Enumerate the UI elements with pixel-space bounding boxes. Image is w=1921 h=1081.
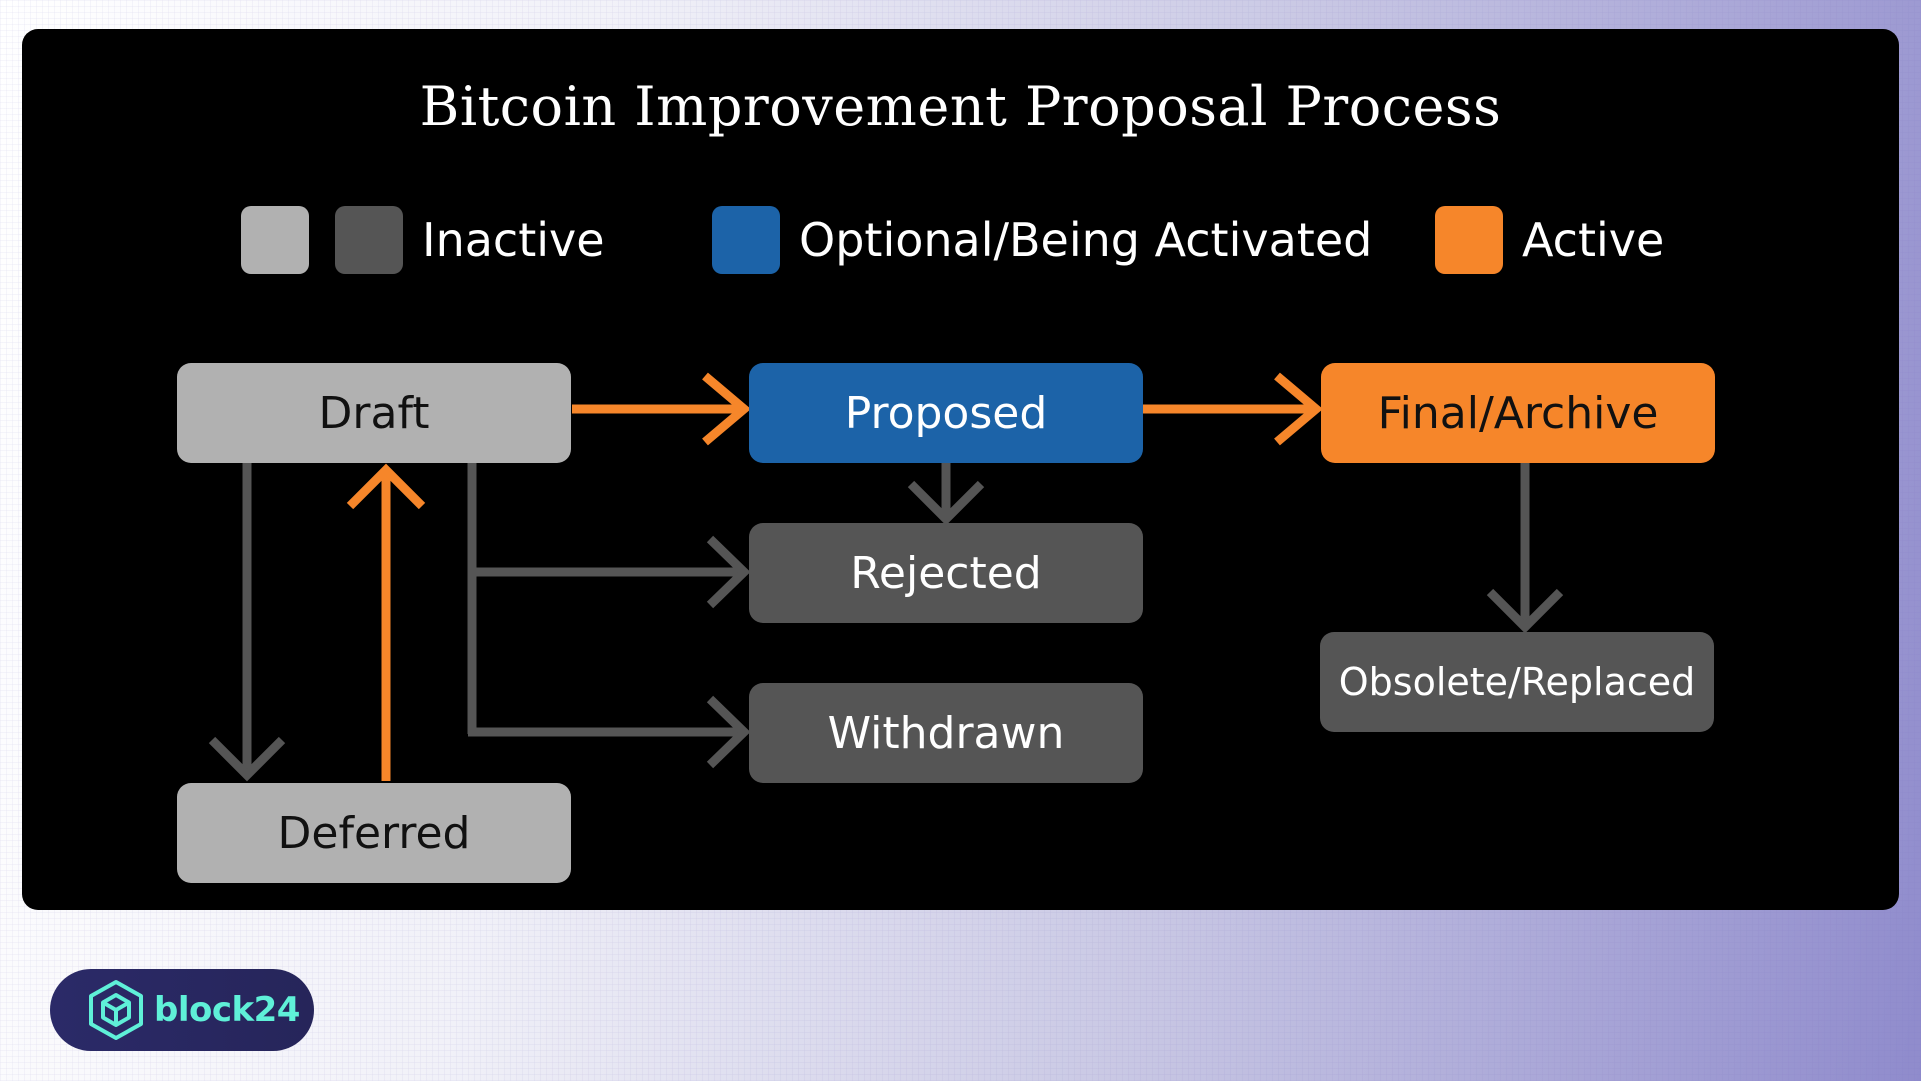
logo-wordmark: block24 — [154, 990, 300, 1030]
node-draft: Draft — [177, 363, 571, 463]
node-proposed: Proposed — [749, 363, 1143, 463]
block24-logo: block24 — [50, 969, 314, 1051]
legend-label-active: Active — [1522, 213, 1665, 267]
diagram-panel: Bitcoin Improvement Proposal Process Ina… — [22, 29, 1899, 910]
arrowhead-withdrawn — [706, 695, 751, 769]
node-rejected: Rejected — [749, 523, 1143, 623]
diagram-title: Bitcoin Improvement Proposal Process — [419, 75, 1502, 138]
node-withdrawn: Withdrawn — [749, 683, 1143, 783]
legend-swatch-active — [1435, 206, 1503, 274]
arrowhead-rejected — [706, 535, 751, 609]
arrowhead-deferred — [208, 736, 286, 782]
connector-arrows — [208, 372, 1564, 782]
node-deferred: Deferred — [177, 783, 571, 883]
arrowhead-draft — [346, 463, 426, 510]
legend-swatch-inactive-light — [241, 206, 309, 274]
legend-swatch-inactive-dark — [335, 206, 403, 274]
legend-label-inactive: Inactive — [422, 213, 605, 267]
arrowhead-obsolete — [1486, 588, 1564, 634]
node-final-archive: Final/Archive — [1321, 363, 1715, 463]
legend-swatch-optional — [712, 206, 780, 274]
arrowhead-rejected-down — [907, 480, 985, 526]
arrowhead-final — [1274, 372, 1323, 446]
node-obsolete-replaced: Obsolete/Replaced — [1320, 632, 1714, 732]
legend-label-optional: Optional/Being Activated — [799, 213, 1373, 267]
arrowhead-proposed — [702, 372, 751, 446]
cube-hexagon-icon — [89, 980, 143, 1040]
